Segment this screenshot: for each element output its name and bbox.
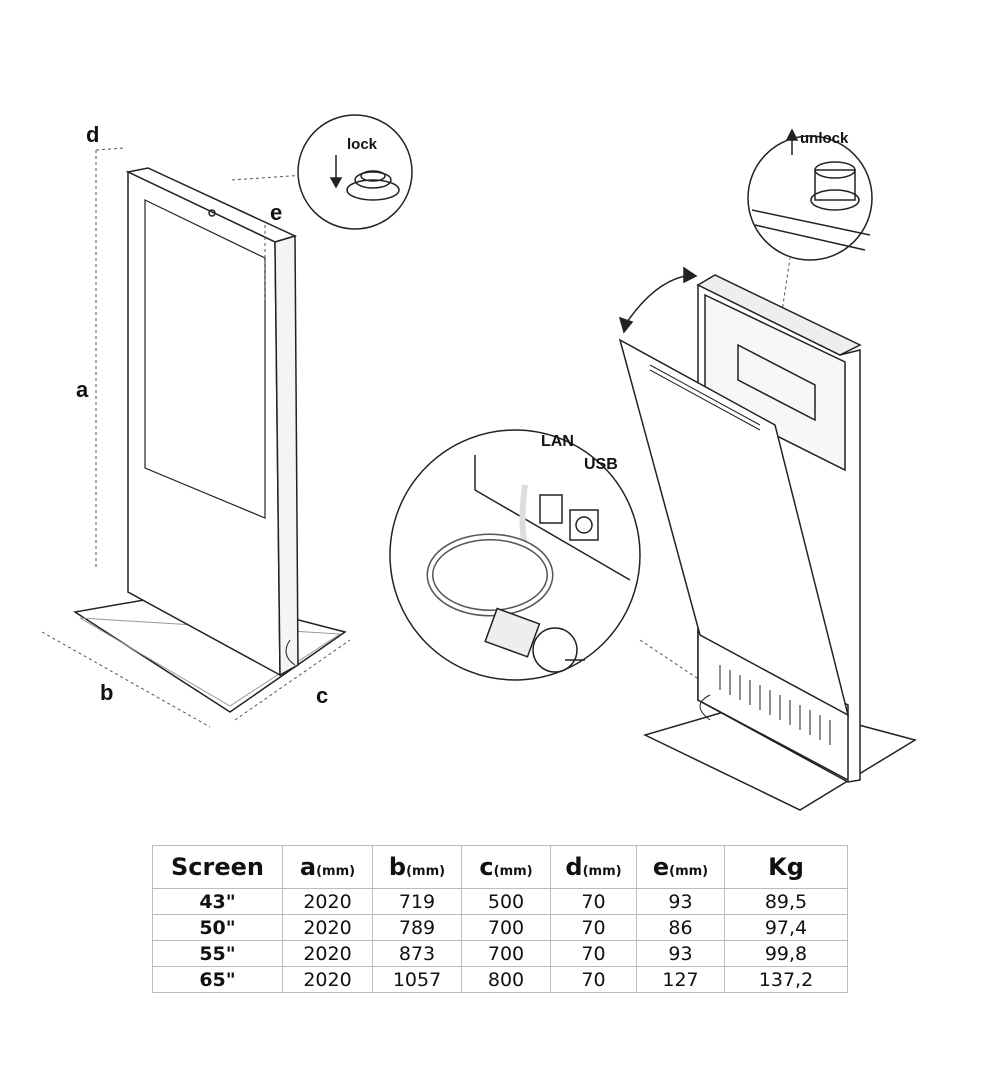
header-unit: (mm) [669,864,709,879]
lock-detail [297,114,413,230]
header-a: a(mm) [282,845,373,889]
label-d: d [86,122,99,147]
connector-detail [389,429,641,681]
cell-e: 93 [636,888,725,915]
dimension-lines [41,147,791,728]
cell-e: 93 [636,940,725,967]
header-unit: (mm) [316,864,356,879]
header-label: a [299,853,317,881]
cell-e: 86 [636,914,725,941]
kiosk-open-view [618,266,917,811]
lan-port-icon [539,494,563,524]
cell-c: 500 [461,888,551,915]
cell-screen: 50" [152,914,283,941]
label-lan: LAN [541,433,574,450]
header-kg: Kg [724,845,848,889]
cell-screen: 43" [152,888,283,915]
cell-a: 2020 [282,888,373,915]
cell-a: 2020 [282,966,373,993]
cell-e: 127 [636,966,725,993]
cell-a: 2020 [282,914,373,941]
cell-screen: 55" [152,940,283,967]
power-plug-icon [484,607,541,658]
header-b: b(mm) [372,845,462,889]
header-label: Kg [768,853,804,881]
cell-kg: 99,8 [724,940,848,967]
header-label: d [565,853,583,881]
cell-kg: 89,5 [724,888,848,915]
cell-d: 70 [550,940,637,967]
header-e: e(mm) [636,845,725,889]
header-unit: (mm) [582,864,622,879]
header-unit: (mm) [406,864,446,879]
cell-kg: 97,4 [724,914,848,941]
cell-c: 700 [461,914,551,941]
cell-b: 719 [372,888,462,915]
usb-port-icon [569,509,599,541]
kiosk-front-view [72,167,347,713]
header-unit: (mm) [493,864,533,879]
cell-a: 2020 [282,940,373,967]
label-e: e [270,200,282,225]
header-label: c [479,853,494,881]
cell-d: 70 [550,966,637,993]
cell-b: 1057 [372,966,462,993]
label-unlock: unlock [800,130,849,147]
table-header-row: Screen a(mm) b(mm) c(mm) d(mm) e(mm) Kg [152,845,848,889]
cell-kg: 137,2 [724,966,848,993]
cell-screen: 65" [152,966,283,993]
cell-c: 800 [461,966,551,993]
label-usb: USB [584,456,618,473]
header-c: c(mm) [461,845,551,889]
dimensions-table: Screen a(mm) b(mm) c(mm) d(mm) e(mm) Kg … [152,845,848,993]
label-b: b [100,680,113,705]
cell-d: 70 [550,888,637,915]
label-lock: lock [347,136,378,153]
header-label: b [388,853,407,881]
cell-b: 873 [372,940,462,967]
kiosk-drawings: d a b c e lock unlock LAN USB [41,114,917,811]
label-c: c [316,683,328,708]
label-a: a [76,377,89,402]
header-label: e [652,853,670,881]
header-label: Screen [171,853,264,881]
rotate-arrow-icon [624,274,691,326]
unlock-detail [747,128,873,261]
header-d: d(mm) [550,845,637,889]
cell-b: 789 [372,914,462,941]
cell-c: 700 [461,940,551,967]
header-screen: Screen [152,845,283,889]
cell-d: 70 [550,914,637,941]
